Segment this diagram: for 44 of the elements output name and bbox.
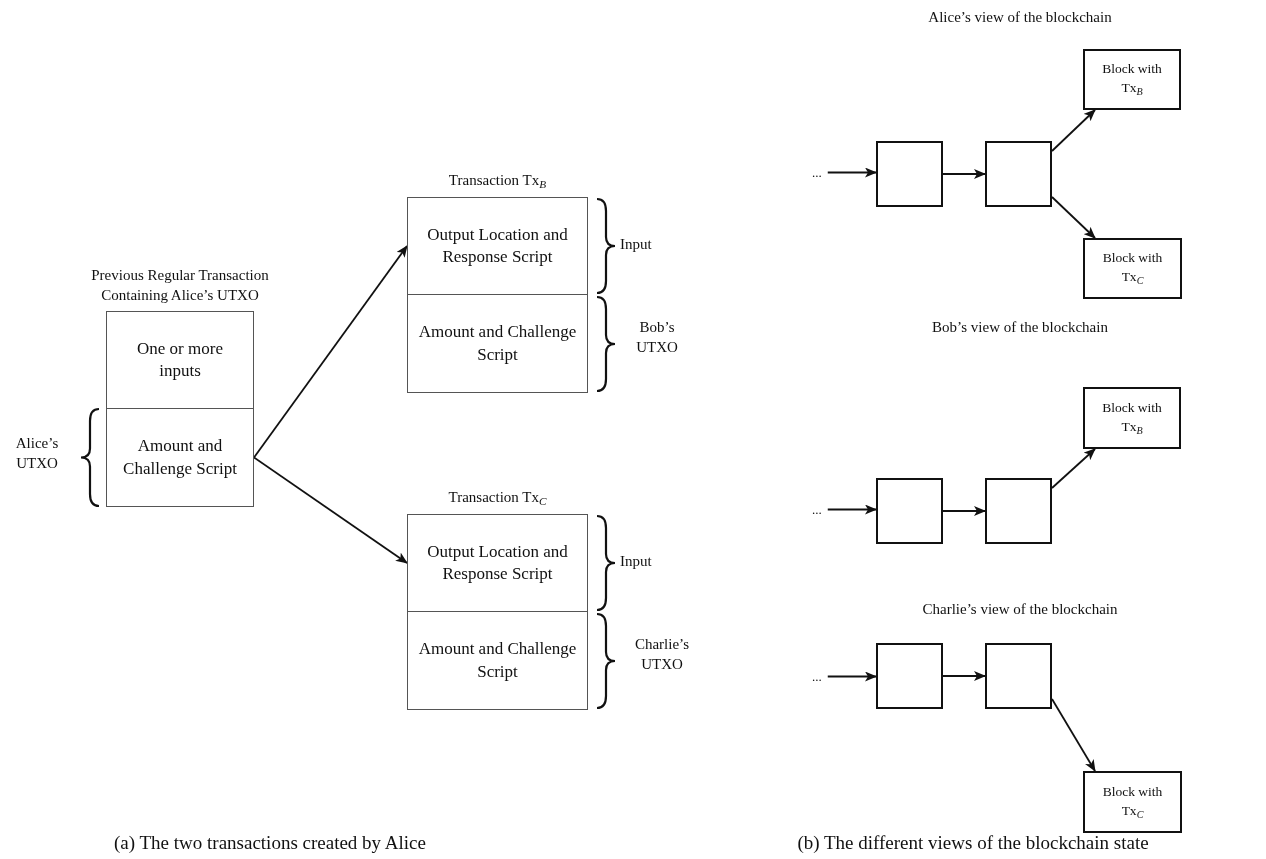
block-box: Block with Tx$_{B}$	[1083, 387, 1181, 449]
arrow	[826, 671, 877, 682]
ellipsis-text: ...	[812, 503, 822, 516]
ellipsis-text: ...	[812, 670, 822, 683]
brace-label: Alice’s UTXO	[14, 434, 60, 473]
arrow	[253, 456, 408, 564]
brace-label: Bob’s UTXO	[635, 318, 679, 357]
figure-caption: (b) The different views of the blockchain state	[796, 831, 1150, 855]
block-box	[876, 141, 943, 207]
block-box	[876, 478, 943, 544]
transaction-field: Amount and Challenge Script	[407, 294, 588, 393]
transaction-field: One or more inputs	[106, 311, 254, 409]
transaction-field: Output Location and Response Script	[407, 514, 588, 612]
figure-caption: (a) The two transactions created by Alice	[113, 831, 427, 855]
arrow	[1051, 196, 1096, 239]
block-box	[876, 643, 943, 709]
arrow	[1051, 109, 1096, 152]
transaction-field: Output Location and Response Script	[407, 197, 588, 295]
transaction-title: Transaction Tx$_{C}$	[447, 487, 548, 508]
ellipsis-text: ...	[812, 166, 822, 179]
brace-label: Input	[620, 235, 653, 254]
transaction-title: Previous Regular Transaction Containing Alice’s UTXO	[90, 266, 270, 305]
block-box: Block with Tx$_{C}$	[1083, 771, 1182, 833]
block-box: Block with Tx$_{B}$	[1083, 49, 1181, 110]
block-box: Block with Tx$_{C}$	[1083, 238, 1182, 299]
arrow	[1051, 448, 1096, 489]
transaction-title: Transaction Tx$_{B}$	[447, 170, 548, 191]
arrow	[942, 671, 986, 681]
brace-label: Input	[620, 552, 653, 571]
arrow	[1051, 698, 1096, 772]
view-heading: Bob’s view of the blockchain	[931, 318, 1109, 337]
transaction-field: Amount and Challenge Script	[106, 408, 254, 507]
view-heading: Charlie’s view of the blockchain	[921, 600, 1119, 619]
arrow	[826, 504, 877, 515]
arrow	[942, 169, 986, 179]
transaction-field: Amount and Challenge Script	[407, 611, 588, 710]
block-box	[985, 643, 1052, 709]
arrow	[253, 245, 408, 459]
brace-label: Charlie’s UTXO	[633, 635, 691, 674]
view-heading: Alice’s view of the blockchain	[927, 8, 1113, 27]
arrow	[826, 167, 877, 178]
block-box	[985, 141, 1052, 207]
arrow	[942, 506, 986, 516]
block-box	[985, 478, 1052, 544]
